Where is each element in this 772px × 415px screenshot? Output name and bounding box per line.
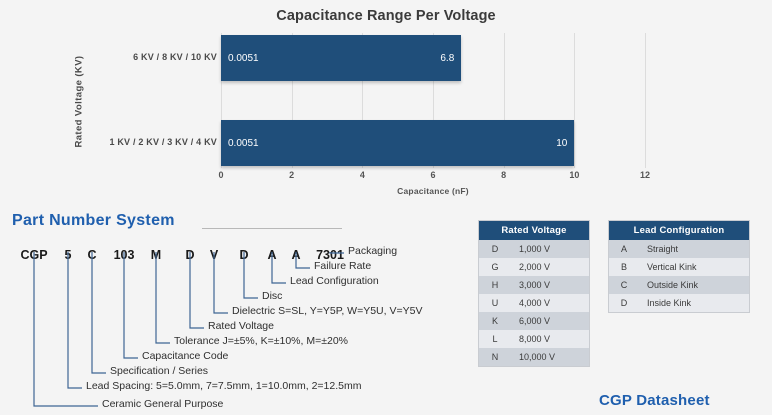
heading-divider (202, 228, 342, 229)
callout-leader (33, 252, 98, 407)
callout-leader (213, 252, 228, 314)
bar-max-value-label: 6.8 (440, 52, 455, 64)
callout-leader (91, 252, 106, 374)
callout-label: Ceramic General Purpose (102, 398, 224, 410)
table-cell-code: C (620, 280, 628, 290)
callout-label: Specification / Series (110, 365, 209, 377)
chart-y-axis-title: Rated Voltage (KV) (70, 36, 88, 166)
callout-label: Dielectric S=SL, Y=Y5P, W=Y5U, V=Y5V (232, 305, 423, 317)
bar-min-value-label: 0.0051 (228, 137, 259, 149)
callout-leader (123, 252, 138, 359)
table-row: B Vertical Kink (609, 258, 749, 276)
table-cell-code: B (620, 262, 627, 272)
callout-leader (243, 252, 258, 299)
table-cell-value: 2,000 V (519, 262, 551, 272)
part-number-token: 7301 (316, 248, 344, 262)
table-row: G 2,000 V (479, 258, 589, 276)
table-cell-code: U (491, 298, 499, 308)
table-cell-value: 1,000 V (519, 244, 551, 254)
table-cell-value: 10,000 V (519, 352, 556, 362)
table-row: N 10,000 V (479, 348, 589, 366)
callout-leader (271, 252, 286, 284)
table-cell-value: 6,000 V (519, 316, 551, 326)
table-row: L 8,000 V (479, 330, 589, 348)
table-cell-value: 3,000 V (519, 280, 551, 290)
chart-gridline (291, 33, 293, 168)
callout-leader (329, 252, 344, 254)
table-cell-value: Vertical Kink (647, 262, 697, 272)
table-cell-value: Inside Kink (647, 298, 692, 308)
rated-voltage-table-body: D 1,000 V G 2,000 V H 3,000 V U 4,000 V K 6,000 V… (479, 240, 589, 366)
table-cell-code: D (491, 244, 499, 254)
lead-configuration-table-header: Lead Configuration (609, 221, 749, 240)
callout-leader-lines (33, 252, 344, 407)
callout-label: Capacitance Code (142, 350, 229, 362)
callout-leader (155, 252, 170, 344)
chart-gridline (645, 33, 646, 168)
callout-label: Tolerance J=±5%, K=±10%, M=±20% (174, 335, 349, 347)
x-axis-tick-label: 2 (289, 170, 295, 180)
callout-leader (189, 252, 204, 329)
chart-category-label: 6 KV / 8 KV / 10 KV (133, 52, 217, 62)
table-cell-code: N (491, 352, 499, 362)
table-cell-value: Outside Kink (647, 280, 699, 290)
chart-gridline (503, 33, 505, 168)
callout-label: Disc (262, 290, 283, 302)
bar-max-value-label: 10 (556, 137, 568, 149)
chart-gridline (221, 33, 222, 168)
table-row: C Outside Kink (609, 276, 749, 294)
table-cell-code: D (620, 298, 628, 308)
callout-leader (295, 252, 310, 269)
table-row: D Inside Kink (609, 294, 749, 312)
table-cell-code: G (491, 262, 499, 272)
table-cell-code: K (491, 316, 498, 326)
x-axis-tick-label: 0 (218, 170, 224, 180)
cgp-datasheet-label: CGP Datasheet (599, 392, 710, 409)
chart-category-label: 1 KV / 2 KV / 3 KV / 4 KV (109, 137, 217, 147)
callout-label: Rated Voltage (208, 320, 274, 332)
chart-x-axis-title: Capacitance (nF) (397, 186, 469, 196)
chart-gridline (574, 33, 576, 168)
rated-voltage-table: Rated Voltage D 1,000 V G 2,000 V H 3,000 V U 4… (478, 220, 590, 367)
table-cell-value: Straight (647, 244, 679, 254)
chart-bar: 0.0051 10 (221, 120, 575, 166)
chart-gridline (433, 33, 434, 168)
x-axis-tick-label: 4 (359, 170, 365, 180)
callout-label: Packaging (348, 245, 398, 257)
x-axis-tick-label: 6 (430, 170, 436, 180)
chart-title: Capacitance Range Per Voltage (276, 8, 496, 24)
table-cell-code: H (491, 280, 499, 290)
table-cell-value: 4,000 V (519, 298, 551, 308)
x-axis-tick-label: 10 (569, 170, 580, 180)
callout-label: Lead Spacing: 5=5.0mm, 7=7.5mm, 1=10.0mm… (86, 380, 362, 392)
callout-label: Lead Configuration (290, 275, 379, 287)
part-number-system-heading: Part Number System (12, 212, 175, 229)
table-row: D 1,000 V (479, 240, 589, 258)
callout-leader (67, 252, 82, 389)
capacitance-chart: Capacitance Range Per Voltage Rated Volt… (70, 8, 651, 196)
chart-plot-area: 0.0051 6.8 0.0051 10 (221, 33, 646, 168)
rated-voltage-table-header: Rated Voltage (479, 221, 589, 240)
callout-label: Failure Rate (314, 260, 372, 272)
table-cell-code: A (620, 244, 627, 254)
chart-gridline (362, 33, 364, 168)
x-axis-tick-label: 8 (501, 170, 507, 180)
chart-bar: 0.0051 6.8 (221, 35, 462, 81)
y-axis-title-text: Rated Voltage (KV) (73, 54, 85, 148)
table-row: H 3,000 V (479, 276, 589, 294)
x-axis-tick-label: 12 (639, 170, 651, 180)
bar-min-value-label: 0.0051 (228, 52, 259, 64)
table-row: A Straight (609, 240, 749, 258)
table-cell-value: 8,000 V (519, 334, 551, 344)
table-row: U 4,000 V (479, 294, 589, 312)
table-row: K 6,000 V (479, 312, 589, 330)
table-cell-code: L (492, 334, 498, 344)
